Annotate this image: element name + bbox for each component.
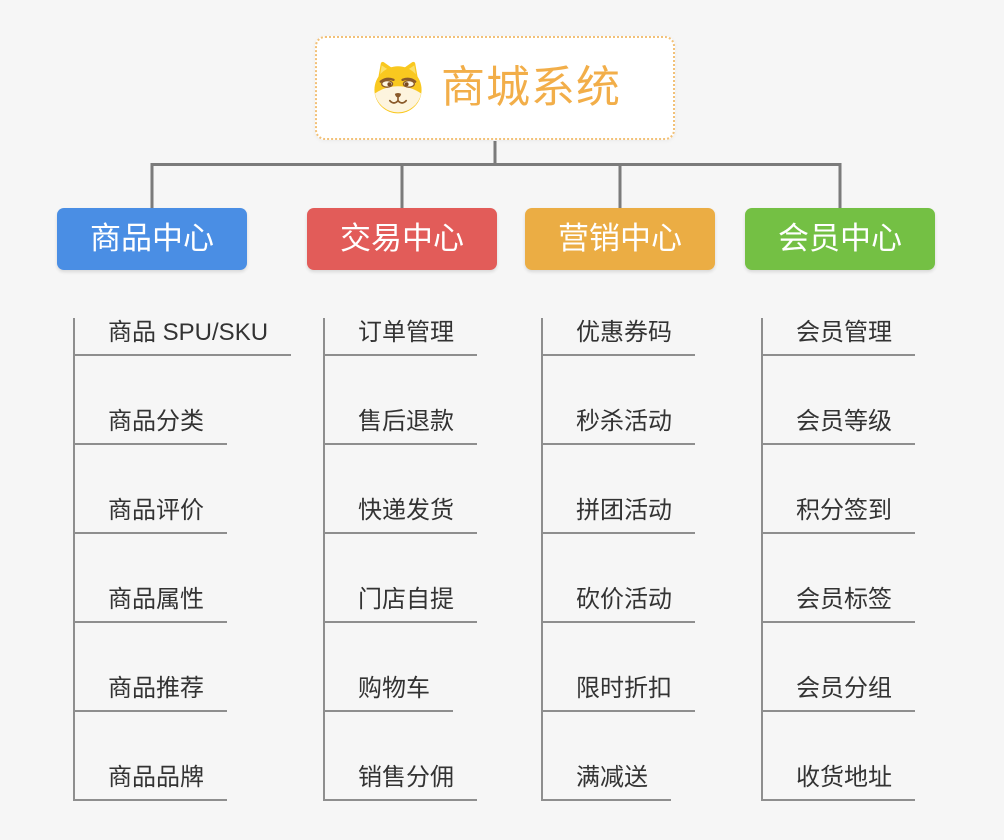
subtopic-item[interactable]: 收货地址 [763,763,915,801]
branch-trade-center: 交易中心订单管理售后退款快递发货门店自提购物车销售分佣 [307,208,497,801]
root-topic[interactable]: 商城系统 [315,36,675,140]
branch-member-center: 会员中心会员管理会员等级积分签到会员标签会员分组收货地址 [745,208,935,801]
subtopic-item[interactable]: 销售分佣 [325,763,477,801]
subtopic-item[interactable]: 商品属性 [75,585,227,623]
subtopic-item[interactable]: 商品推荐 [75,674,227,712]
subtopic-item[interactable]: 快递发货 [325,496,477,534]
branch-children-group: 优惠券码秒杀活动拼团活动砍价活动限时折扣满减送 [541,318,715,801]
branch-children-group: 订单管理售后退款快递发货门店自提购物车销售分佣 [323,318,497,801]
branch-children-group: 商品 SPU/SKU 商品分类商品评价商品属性商品推荐商品品牌 [73,318,292,801]
subtopic-item[interactable]: 秒杀活动 [543,407,695,445]
subtopic-item[interactable]: 商品评价 [75,496,227,534]
subtopic-item[interactable]: 会员标签 [763,585,915,623]
branch-children-group: 会员管理会员等级积分签到会员标签会员分组收货地址 [761,318,935,801]
subtopic-item[interactable]: 限时折扣 [543,674,695,712]
subtopic-item[interactable]: 拼团活动 [543,496,695,534]
subtopic-item[interactable]: 会员分组 [763,674,915,712]
subtopic-item[interactable]: 满减送 [543,763,671,801]
subtopic-item[interactable]: 购物车 [325,674,453,712]
branch-marketing-center: 营销中心优惠券码秒杀活动拼团活动砍价活动限时折扣满减送 [525,208,715,801]
subtopic-item[interactable]: 商品分类 [75,407,227,445]
subtopic-item[interactable]: 会员管理 [763,318,915,356]
subtopic-item[interactable]: 砍价活动 [543,585,695,623]
subtopic-item[interactable]: 售后退款 [325,407,477,445]
subtopic-item[interactable]: 门店自提 [325,585,477,623]
branch-product-center: 商品中心商品 SPU/SKU 商品分类商品评价商品属性商品推荐商品品牌 [57,208,292,801]
branch-header-trade-center[interactable]: 交易中心 [307,208,497,270]
subtopic-item[interactable]: 会员等级 [763,407,915,445]
subtopic-item[interactable]: 积分签到 [763,496,915,534]
subtopic-item[interactable]: 订单管理 [325,318,477,356]
dog-face-icon [369,59,427,117]
subtopic-item[interactable]: 商品 SPU/SKU [75,318,292,356]
branch-header-member-center[interactable]: 会员中心 [745,208,935,270]
branch-header-product-center[interactable]: 商品中心 [57,208,247,270]
subtopic-item[interactable]: 优惠券码 [543,318,695,356]
subtopic-item[interactable]: 商品品牌 [75,763,227,801]
root-topic-label: 商城系统 [441,63,621,112]
branch-header-marketing-center[interactable]: 营销中心 [525,208,715,270]
